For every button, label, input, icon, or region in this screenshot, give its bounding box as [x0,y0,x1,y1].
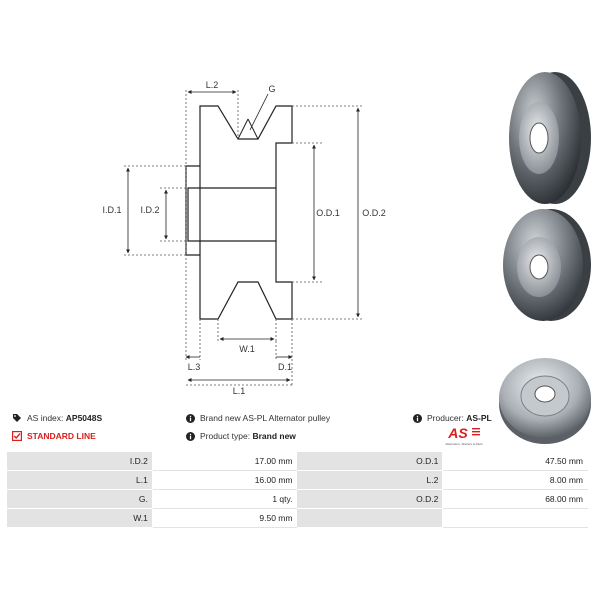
table-row: W.1 9.50 mm [6,508,588,528]
spec-value: 1 qty. [151,489,298,509]
standard-line-badge: STANDARD LINE [12,431,96,441]
spec-label: L.2 [296,470,444,490]
pulley-technical-drawing: L.2 G I.D.1 I.D.2 O.D.1 O.D.2 W.1 L.3 D.… [102,80,386,396]
producer-label: Producer: [427,413,464,423]
info-icon [186,431,195,441]
dim-label-od1: O.D.1 [316,208,340,218]
spec-label: O.D.2 [296,489,444,509]
spec-value: 9.50 mm [151,508,298,528]
standard-line-text: STANDARD LINE [27,431,96,441]
dim-label-g: G [268,84,275,94]
as-index-info: AS index: AP5048S [12,413,102,423]
spec-value: 8.00 mm [442,470,588,490]
spec-label [296,508,444,528]
dim-label-id1: I.D.1 [102,205,121,215]
spec-label: L.1 [6,470,153,490]
dim-label-d1: D.1 [278,362,292,372]
spec-value: 47.50 mm [442,451,588,471]
as-index-value: AP5048S [65,413,103,423]
dim-label-id2: I.D.2 [140,205,159,215]
pulley-photo-front [503,209,591,321]
specs-table: I.D.2 17.00 mm O.D.1 47.50 mm L.1 16.00 … [6,451,588,528]
dim-label-l2: L.2 [206,80,219,90]
producer-value: AS-PL [466,413,492,423]
product-type-label: Product type: [200,431,251,441]
spec-value: 68.00 mm [442,489,588,509]
dim-label-l3: L.3 [188,362,201,372]
as-index-label: AS index: [27,413,64,423]
checkbox-checked-icon [12,431,22,441]
spec-value [442,508,588,528]
product-type-value: Brand new [252,431,296,441]
table-row: L.1 16.00 mm L.2 8.00 mm [6,470,588,490]
product-type-info: Product type: Brand new [186,431,296,441]
spec-value: 17.00 mm [151,451,298,471]
description-text: Brand new AS-PL Alternator pulley [200,413,331,423]
producer-info: Producer: AS-PL [413,413,492,423]
pulley-photo-back [499,358,591,444]
info-icon [413,413,422,423]
logo-text: AS [447,425,468,441]
spec-value: 16.00 mm [151,470,298,490]
info-icon [186,413,195,423]
dim-label-l1: L.1 [233,386,246,396]
spec-label: O.D.1 [296,451,444,471]
table-row: I.D.2 17.00 mm O.D.1 47.50 mm [6,451,588,471]
pulley-photo-angled [509,72,591,204]
table-row: G. 1 qty. O.D.2 68.00 mm [6,489,588,509]
spec-label: I.D.2 [6,451,153,471]
tag-icon [13,414,21,422]
dim-label-w1: W.1 [239,344,255,354]
dim-label-od2: O.D.2 [362,208,386,218]
description-info: Brand new AS-PL Alternator pulley [186,413,330,423]
spec-label: G. [6,489,153,509]
logo-tagline: Alternators, Starters & Parts [445,442,483,446]
spec-label: W.1 [6,508,153,528]
as-pl-logo: AS Alternators, Starters & Parts [445,425,483,446]
